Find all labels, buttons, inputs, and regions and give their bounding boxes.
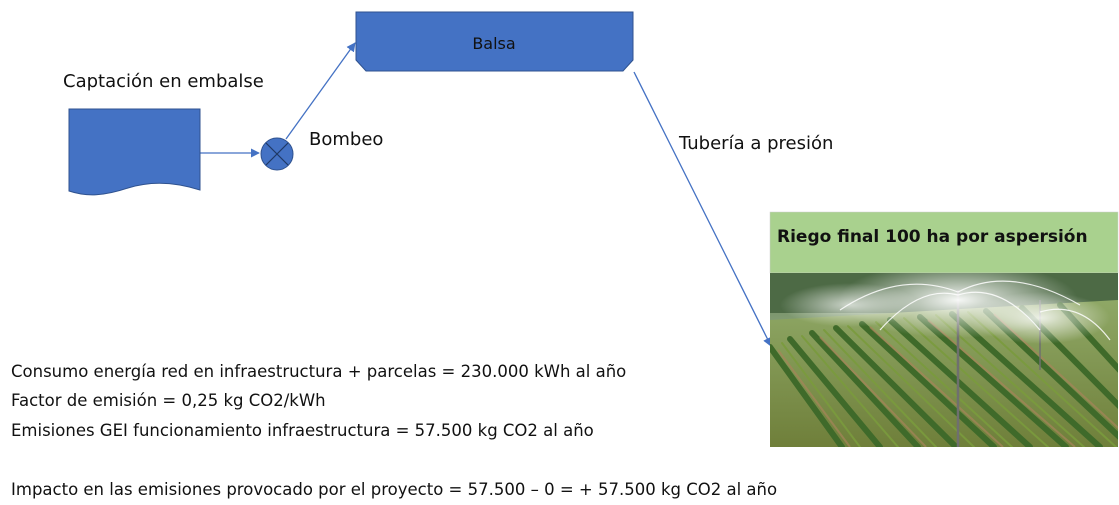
sprinkler-field-photo xyxy=(770,273,1118,447)
balsa-label: Balsa xyxy=(472,34,515,53)
connector-pump-to-balsa xyxy=(285,42,356,140)
riego-title-band xyxy=(769,211,1119,274)
impacto-text: Impacto en las emisiones provocado por e… xyxy=(11,480,777,499)
riego-title: Riego final 100 ha por aspersión xyxy=(777,227,1088,247)
pump-circle-x-icon xyxy=(260,137,294,171)
emisiones-text: Emisiones GEI funcionamiento infraestruc… xyxy=(11,421,594,440)
tuberia-label: Tubería a presión xyxy=(678,133,833,154)
captacion-label: Captación en embalse xyxy=(63,71,264,92)
reservoir-document-icon xyxy=(68,108,201,196)
bombeo-label: Bombeo xyxy=(309,129,383,150)
balsa-shape xyxy=(355,11,634,72)
consumo-text: Consumo energía red en infraestructura +… xyxy=(11,362,626,381)
connector-balsa-to-riego xyxy=(633,71,772,347)
factor-text: Factor de emisión = 0,25 kg CO2/kWh xyxy=(11,391,326,410)
